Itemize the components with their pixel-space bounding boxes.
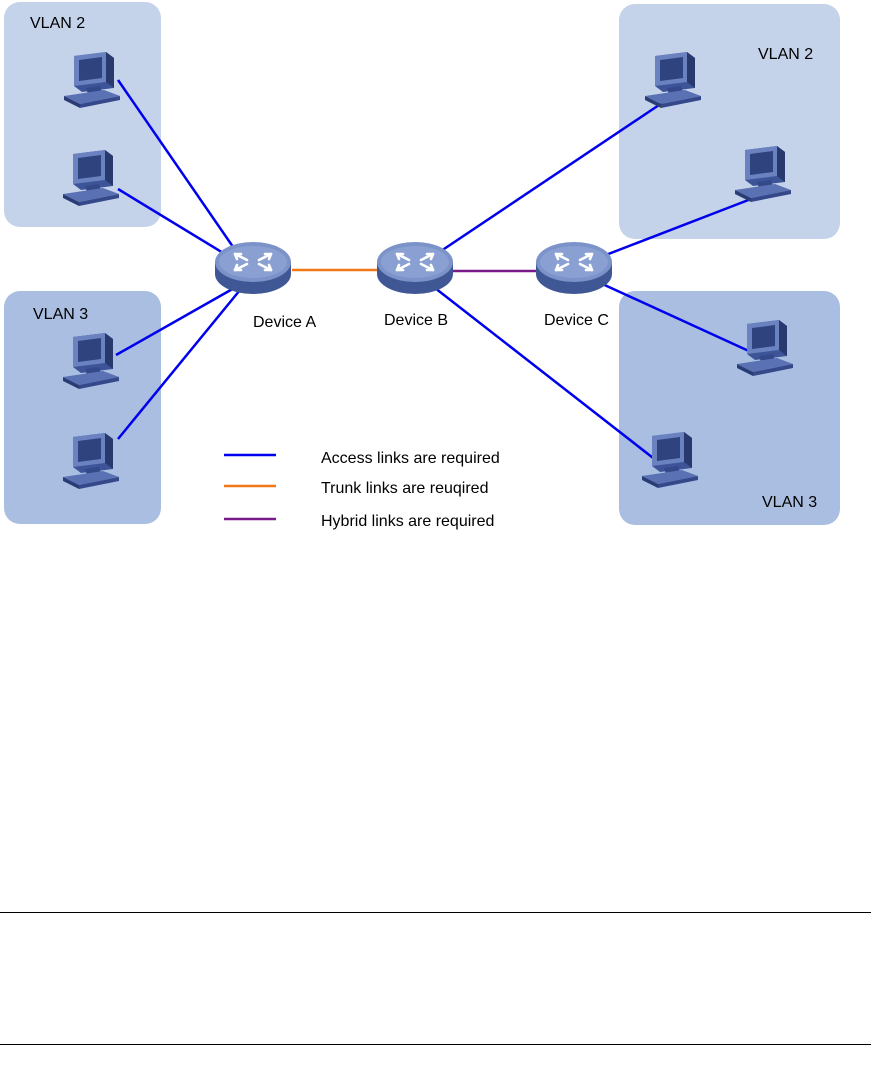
vlan-zone-top-left: VLAN 2	[4, 2, 161, 227]
device-c: Device C	[534, 240, 614, 329]
links	[115, 79, 752, 462]
access-link	[116, 79, 242, 258]
zone-background	[4, 291, 161, 524]
divider-top	[0, 912, 871, 913]
switch-icon	[534, 240, 614, 296]
legend-label-access: Access links are required	[321, 450, 500, 467]
access-link	[117, 289, 241, 440]
switch-icon	[375, 240, 455, 296]
access-link	[597, 280, 752, 354]
zone-background	[619, 291, 840, 525]
device-label: Device C	[544, 312, 609, 329]
access-link	[434, 287, 658, 462]
zone-label: VLAN 3	[762, 494, 817, 511]
device-label: Device B	[384, 312, 448, 329]
zone-background	[4, 2, 161, 227]
zone-background	[619, 4, 840, 239]
divider-bottom	[0, 1044, 871, 1045]
device-b: Device B	[375, 240, 455, 329]
switch-icon	[213, 240, 293, 296]
zone-label: VLAN 3	[33, 306, 88, 323]
access-link	[434, 101, 663, 257]
device-a: Device A	[213, 240, 316, 331]
access-link	[117, 187, 239, 264]
zone-label: VLAN 2	[30, 15, 85, 32]
access-link	[597, 197, 752, 260]
device-label: Device A	[253, 314, 316, 331]
zone-label: VLAN 2	[758, 46, 813, 63]
vlan-zone-top-right: VLAN 2	[619, 4, 840, 239]
legend-label-trunk: Trunk links are reuqired	[321, 480, 488, 497]
legend: Access links are required Trunk links ar…	[224, 450, 500, 530]
legend-label-hybrid: Hybrid links are required	[321, 513, 494, 530]
access-link	[115, 285, 237, 357]
vlan-zone-bottom-right: VLAN 3	[619, 291, 840, 525]
vlan-zone-bottom-left: VLAN 3	[4, 291, 161, 524]
